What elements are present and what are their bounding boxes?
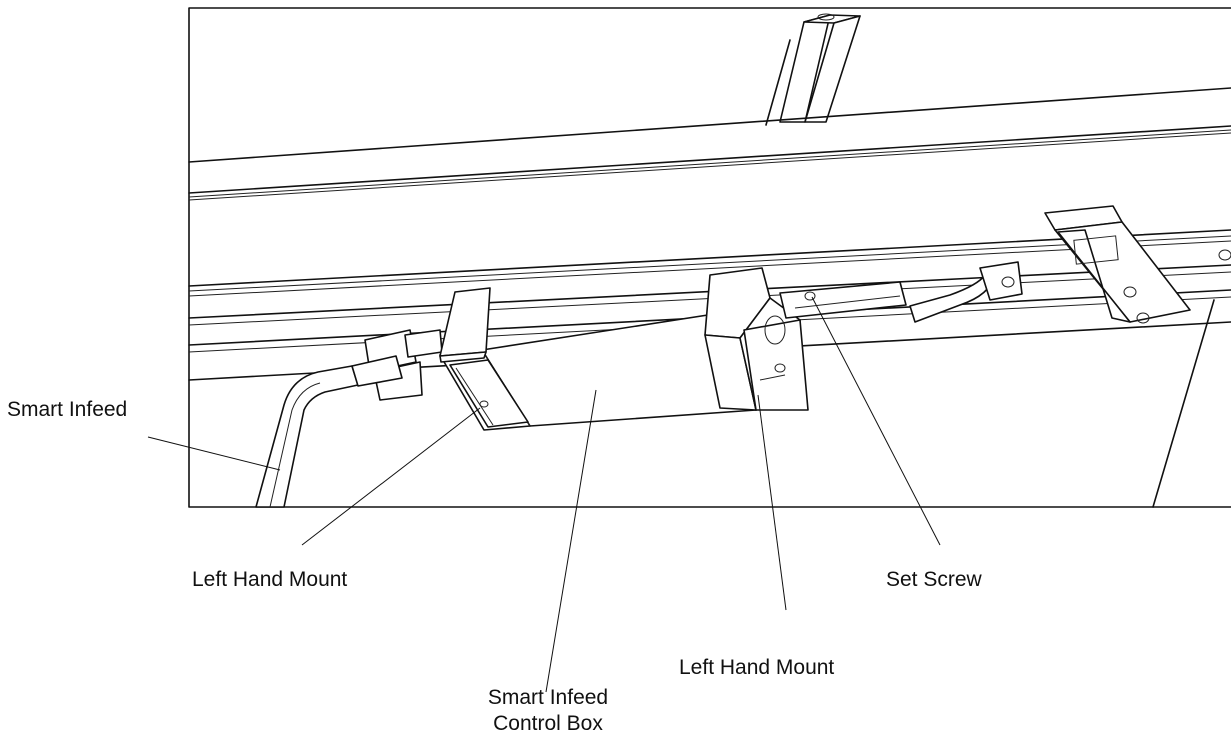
leader-left-hand-mount-1 (301, 407, 481, 546)
leader-lines (147, 296, 941, 693)
upright-bracket (765, 13, 861, 126)
right-cable (909, 261, 1023, 323)
label-set-screw: Set Screw (886, 568, 982, 591)
label-control-box: Smart Infeed Control Box (446, 685, 650, 738)
left-mount-bracket-1 (439, 287, 529, 428)
infeed-cable (255, 365, 359, 508)
top-rail (188, 87, 1231, 201)
label-smart-infeed: Smart Infeed (7, 398, 128, 421)
side-panel (1152, 299, 1215, 508)
label-control-box-line2: Control Box (493, 712, 603, 736)
label-control-box-line1: Smart Infeed (487, 686, 609, 709)
drawing-frame (188, 7, 1231, 508)
right-clamp (1044, 205, 1231, 324)
left-mount-bracket-2 (704, 267, 809, 411)
label-left-hand-mount-1: Left Hand Mount (192, 568, 348, 591)
leader-set-screw (811, 296, 941, 546)
leader-smart-infeed (147, 436, 281, 471)
left-connector (351, 329, 443, 401)
label-left-hand-mount-2: Left Hand Mount (679, 656, 835, 679)
slider-block (779, 281, 907, 319)
leader-left-hand-mount-2 (757, 394, 787, 611)
leader-control-box (545, 389, 597, 693)
